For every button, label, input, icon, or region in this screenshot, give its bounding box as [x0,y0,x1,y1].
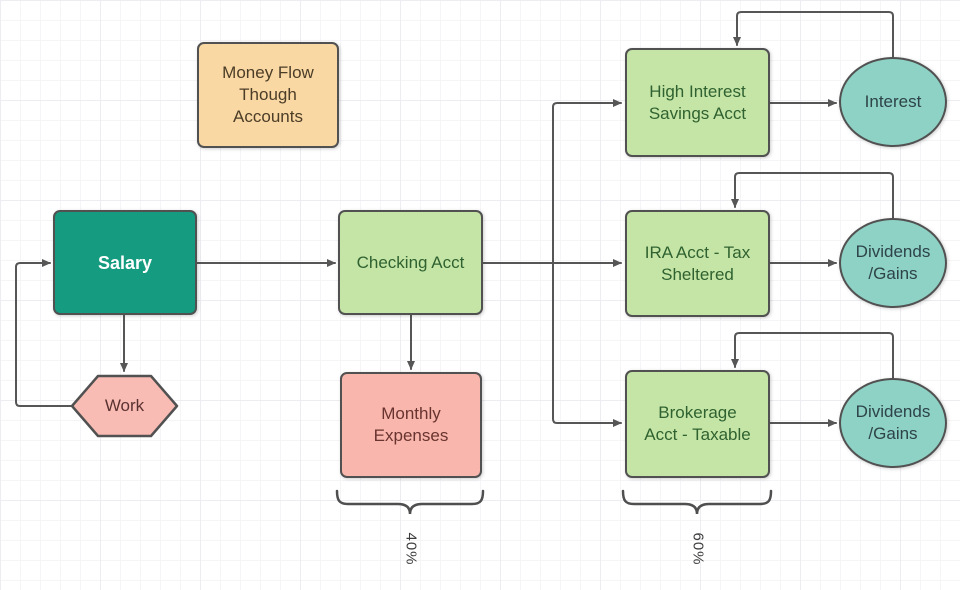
node-label: Salary [97,252,153,273]
edge-checking-to-high-interest-savings[interactable] [552,99,622,264]
label-40-percent[interactable]: 40% [402,532,420,566]
node-label-line: Sheltered [661,264,734,284]
node-label-line: Monthly [381,404,441,423]
node-dividends-gains-brokerage[interactable]: Dividends /Gains [839,378,947,468]
node-label-line: Dividends [855,242,931,261]
label-60-percent[interactable]: 60% [689,532,707,566]
node-label: Interest [864,92,922,111]
edge-checking-to-brokerage[interactable] [552,262,622,427]
node-label-line: Brokerage [658,403,737,422]
node-work[interactable] [70,374,179,438]
node-label-line: Expenses [373,426,449,445]
edge-work-to-salary[interactable] [15,259,73,407]
node-label-line: Savings Acct [648,103,747,123]
node-high-interest-savings-acct[interactable]: High Interest Savings Acct [625,48,770,157]
node-monthly-expenses[interactable]: Monthly Expenses [340,372,482,478]
node-dividends-gains-ira[interactable]: Dividends /Gains [839,218,947,308]
edge-dividends-to-brokerage[interactable] [731,332,894,379]
node-label: Checking Acct [356,252,465,272]
node-label-line: /Gains [868,424,918,443]
node-brokerage-acct[interactable]: Brokerage Acct - Taxable [625,370,770,478]
edge-interest-to-high-interest-savings[interactable] [733,11,894,58]
note-line: Accounts [233,107,303,126]
node-label-line: High Interest [649,81,746,101]
note-line: Though [239,85,297,104]
node-interest[interactable]: Interest [839,57,947,147]
node-label-line: /Gains [868,264,918,283]
node-checking-acct[interactable]: Checking Acct [338,210,483,315]
note-money-flow[interactable]: Money Flow Though Accounts [197,42,339,148]
note-line: Money Flow [222,63,314,82]
node-label-line: Acct - Taxable [644,425,751,444]
node-work-label: Work [104,396,145,415]
node-salary[interactable]: Salary [53,210,197,315]
node-ira-acct[interactable]: IRA Acct - Tax Sheltered [625,210,770,317]
brace-40-percent[interactable] [335,489,485,515]
node-label-line: IRA Acct - Tax [644,242,751,262]
brace-60-percent[interactable] [621,489,773,515]
node-label-line: Dividends [855,402,931,421]
edge-dividends-to-ira[interactable] [731,172,894,219]
hexagon-shape[interactable] [70,374,179,438]
